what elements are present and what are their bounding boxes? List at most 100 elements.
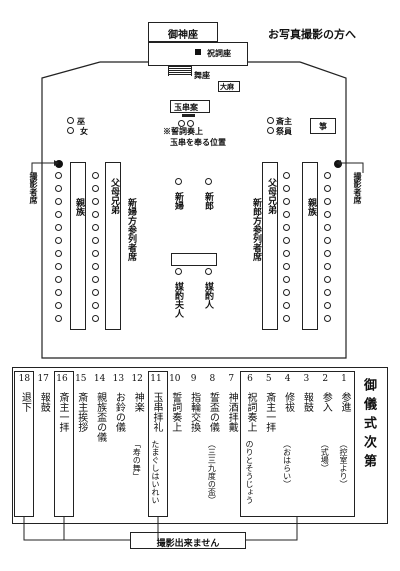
groom-relative-seat-12 [324, 315, 331, 322]
program-step-number: 14 [93, 374, 106, 384]
no-photo-box-16 [54, 371, 74, 517]
groom-parent-seat-3 [283, 198, 290, 205]
groom-relatives-label: 親族 [306, 198, 316, 216]
program-step-note: （三三九度の盃） [207, 440, 217, 504]
groom-seat [205, 178, 212, 185]
program-step-text: 神楽 [132, 392, 144, 412]
bride-relative-seat-1 [55, 172, 62, 179]
taiko-label: 大麻 [220, 82, 234, 91]
bride-relative-seat-10 [55, 289, 62, 296]
bride-parents-label: 父母兄弟 [109, 178, 119, 214]
maiza-label: 舞座 [194, 70, 210, 80]
program-step-note: （おはらい） [282, 440, 292, 488]
groom-parent-seat-2 [283, 185, 290, 192]
groom-parent-seat-6 [283, 237, 290, 244]
bride-parent-seat-10 [92, 289, 99, 296]
groom-relative-seat-8 [324, 263, 331, 270]
program-step-note: （控室より） [339, 440, 348, 488]
bride-parent-seat-7 [92, 250, 99, 257]
program-step-text: 修祓 [282, 392, 294, 412]
groom-parents-label: 父母兄弟 [266, 178, 276, 214]
miko-seat-1 [67, 117, 74, 124]
bride-label: 新婦 [173, 192, 183, 210]
bride-relative-seat-5 [55, 224, 62, 231]
program-step-text: 誓盃の儀 [207, 392, 219, 432]
groom-seat-label: 新郎方参列者席 [251, 198, 261, 261]
bride-parent-seat-2 [92, 185, 99, 192]
bride-relative-seat-2 [55, 185, 62, 192]
program-step-text: 参進 [339, 392, 350, 412]
norito-label: 祝詞座 [207, 48, 231, 58]
bride-parents-table: 父母兄弟 [105, 162, 121, 330]
norito-marker [195, 49, 201, 55]
photographer-label-left: 撮影者席 [29, 172, 39, 204]
photographer-arrow-left [31, 160, 59, 173]
program-step-number: 4 [284, 374, 291, 384]
program-step-text: お鈴の儀 [113, 392, 125, 432]
photographer-label-right: 撮影者席 [353, 172, 363, 204]
program-step-number: 17 [37, 374, 49, 384]
miko-label-1: 巫 [77, 116, 85, 126]
saishu-label: 斎主 [276, 116, 292, 126]
groom-parent-seat-7 [283, 250, 290, 257]
program-step-text: 誓詞奏上 [169, 392, 181, 432]
groom-parent-seat-5 [283, 224, 290, 231]
program-step-number: 7 [228, 374, 235, 384]
groom-relative-seat-10 [324, 289, 331, 296]
program-step-note: のりとそうじょう [245, 440, 254, 504]
no-photo-box-18 [14, 371, 34, 517]
matchmaker-seat [205, 268, 212, 275]
groom-parent-seat-8 [283, 263, 290, 270]
program-step-number: 5 [265, 374, 272, 384]
groom-relative-seat-5 [324, 224, 331, 231]
program-step-number: 11 [150, 374, 162, 384]
bride-parent-seat-3 [92, 198, 99, 205]
miko-label-2: 女 [80, 126, 88, 136]
program-step-text: 指輪交換 [188, 392, 200, 432]
no-photo-box-11 [148, 371, 168, 517]
program-step-text: 斎主挨拶 [75, 392, 87, 432]
program-frame [12, 367, 388, 524]
bride-relative-seat-7 [55, 250, 62, 257]
no-photo-label: 撮影出来ません [156, 539, 220, 549]
groom-parent-seat-4 [283, 211, 290, 218]
koto-label: 箏 [319, 121, 327, 131]
shinza-box: 御神座 [148, 22, 218, 42]
program-step-number: 12 [131, 374, 143, 384]
program-step-number: 13 [112, 374, 125, 384]
program-step-number: 6 [247, 374, 253, 384]
tamagushi-stand [182, 114, 195, 117]
page-title: お写真撮影の方へ [268, 28, 356, 41]
saishu-seat [267, 117, 274, 124]
program-step-number: 18 [18, 374, 31, 384]
groom-relative-seat-4 [324, 211, 331, 218]
bride-seat-label: 新婦方参列者席 [126, 198, 136, 261]
program-step-number: 9 [190, 374, 197, 384]
no-photo-badge: 撮影出来ません [130, 532, 246, 549]
bride-parent-seat-5 [92, 224, 99, 231]
bride-seat [175, 178, 182, 185]
groom-relative-seat-6 [324, 237, 331, 244]
program-step-number: 16 [56, 374, 68, 384]
program-title: 御儀式次第 [361, 378, 376, 473]
program-step-text: 親族盃の儀 [94, 392, 106, 442]
tamagushi-circle-left [178, 120, 185, 127]
bride-relatives-table: 親族 [70, 162, 86, 330]
bride-parent-seat-12 [92, 315, 99, 322]
tamagushi-label: 玉串案 [174, 102, 198, 112]
steps [168, 66, 192, 76]
matchmaker-label: 媒酌人 [203, 282, 213, 309]
bride-relatives-label: 親族 [74, 198, 84, 216]
program-step-text: 参入 [320, 392, 332, 412]
program-step-note: たまぐしはいれい [151, 440, 160, 504]
groom-relative-seat-3 [324, 198, 331, 205]
groom-parent-seat-10 [283, 289, 290, 296]
program-step-text: 報鼓 [301, 392, 313, 412]
saiin-seat [267, 127, 274, 134]
groom-parent-seat-1 [283, 172, 290, 179]
program-step-text: 玉串拝礼 [151, 392, 162, 432]
matchmaker-wife-seat [175, 268, 182, 275]
program-step-number: 10 [169, 374, 181, 384]
bride-relative-seat-8 [55, 263, 62, 270]
